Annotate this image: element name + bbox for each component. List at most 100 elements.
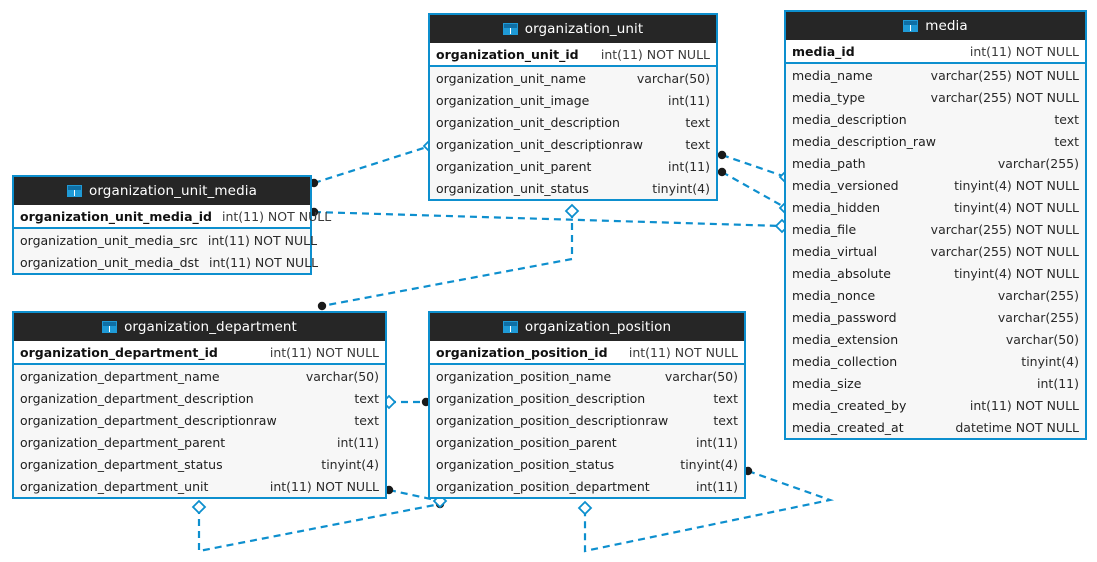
table-title: organization_position xyxy=(524,319,672,335)
column-type: text xyxy=(1054,133,1079,149)
column-row: media_size int(11) xyxy=(786,372,1085,394)
column-name: organization_unit_id xyxy=(436,46,579,62)
column-type: int(11) xyxy=(1037,375,1079,391)
column-type: tinyint(4) xyxy=(321,456,379,472)
column-type: varchar(255) NOT NULL xyxy=(930,221,1079,237)
table-header[interactable]: organization_position xyxy=(430,313,744,341)
column-name: organization_unit_media_dst xyxy=(20,254,199,270)
column-type: text xyxy=(354,412,379,428)
relationship-rel-oum-to-unit xyxy=(309,138,438,188)
column-type: int(11) NOT NULL xyxy=(208,254,319,270)
column-name: organization_department_descriptionraw xyxy=(20,412,277,428)
column-type: tinyint(4) NOT NULL xyxy=(954,199,1079,215)
table-organization_position[interactable]: organization_position organization_positi… xyxy=(428,311,746,499)
relationship-rel-oum-to-media xyxy=(309,207,790,234)
column-type: int(11) xyxy=(668,158,710,174)
column-name: organization_unit_name xyxy=(436,70,586,86)
table-icon xyxy=(502,23,518,35)
table-header[interactable]: organization_department xyxy=(14,313,385,341)
column-type: int(11) xyxy=(668,92,710,108)
column-row: organization_unit_media_src int(11) NOT N… xyxy=(14,229,317,251)
column-name: media_path xyxy=(792,155,866,171)
column-type: varchar(255) NOT NULL xyxy=(930,89,1079,105)
table-title: organization_unit xyxy=(524,21,644,37)
table-header[interactable]: organization_unit_media xyxy=(14,177,310,205)
column-name: media_name xyxy=(792,67,873,83)
relationship-line xyxy=(313,210,783,228)
column-name: organization_department_name xyxy=(20,368,220,384)
column-type: int(11) NOT NULL xyxy=(207,232,318,248)
relationship-rel-unit-bottom-to-department xyxy=(317,203,580,311)
relationship-endpoint-dot xyxy=(717,167,727,177)
column-name: organization_position_id xyxy=(436,344,608,360)
column-name: organization_department_id xyxy=(20,344,218,360)
column-row: organization_position_department int(11) xyxy=(430,475,744,497)
column-name: media_id xyxy=(792,43,855,59)
column-name: organization_position_description xyxy=(436,390,646,406)
table-header[interactable]: organization_unit xyxy=(430,15,716,43)
column-name: media_versioned xyxy=(792,177,899,193)
column-name: organization_unit_media_src xyxy=(20,232,198,248)
table-header[interactable]: media xyxy=(786,12,1085,40)
column-name: media_type xyxy=(792,89,866,105)
primary-key-section: organization_unit_id int(11) NOT NULL xyxy=(430,43,716,67)
column-row: media_type varchar(255) NOT NULL xyxy=(786,86,1085,108)
column-type: varchar(50) xyxy=(664,368,738,384)
column-name: media_hidden xyxy=(792,199,881,215)
column-row: organization_unit_media_dst int(11) NOT N… xyxy=(14,251,318,273)
table-title: organization_unit_media xyxy=(89,183,257,199)
table-icon xyxy=(502,321,518,333)
column-name: organization_unit_status xyxy=(436,180,589,196)
relationship-endpoint-dot xyxy=(317,301,327,311)
relationship-endpoint-diamond xyxy=(577,500,593,516)
relationship-rel-unit-parent-to-media xyxy=(717,150,794,185)
column-name: media_size xyxy=(792,375,862,391)
column-name: organization_position_department xyxy=(436,478,650,494)
column-type: int(11) NOT NULL xyxy=(269,478,379,494)
relationship-rel-department-unit-bottom xyxy=(191,499,445,553)
relationship-line xyxy=(197,502,441,553)
relationship-endpoint-diamond xyxy=(564,203,580,219)
column-type: text xyxy=(1054,111,1079,127)
column-type: int(11) xyxy=(696,478,738,494)
column-name: organization_position_parent xyxy=(436,434,617,450)
relationship-rel-unit-image-to-media xyxy=(717,167,794,216)
table-organization_unit_media[interactable]: organization_unit_media organization_unit… xyxy=(12,175,331,275)
column-type: int(11) NOT NULL xyxy=(600,46,710,62)
primary-key-row: organization_unit_id int(11) NOT NULL xyxy=(430,43,716,65)
column-name: organization_department_description xyxy=(20,390,254,406)
column-name: media_virtual xyxy=(792,243,878,259)
column-name: organization_position_status xyxy=(436,456,615,472)
column-name: media_extension xyxy=(792,331,899,347)
column-type: varchar(255) xyxy=(997,287,1079,303)
column-type: int(11) xyxy=(337,434,379,450)
